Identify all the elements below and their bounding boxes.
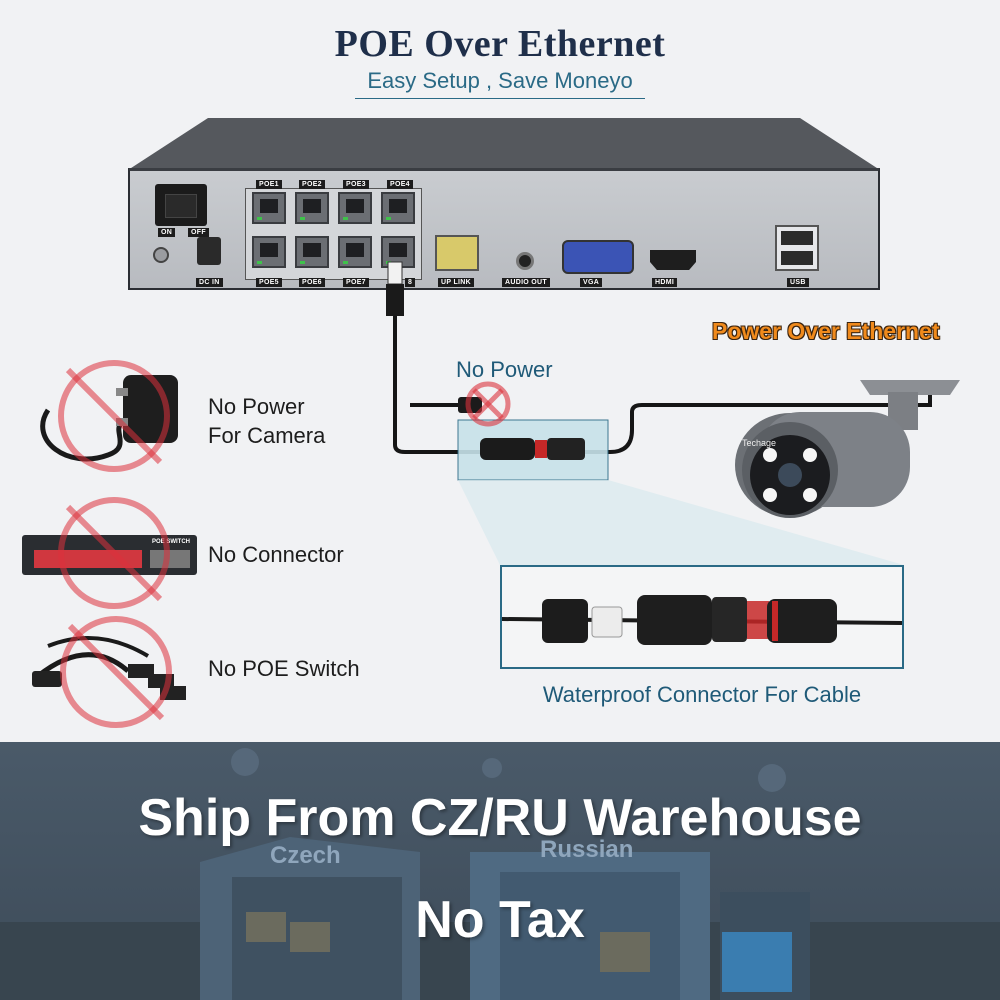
uplink-port-icon — [435, 235, 479, 271]
poe-port-label: POE5 — [256, 278, 282, 287]
vga-port-icon — [562, 240, 634, 274]
forbidden-icon — [58, 497, 170, 609]
dc-in-label: DC IN — [196, 278, 223, 287]
poe-switch-item: POE SWITCH — [22, 497, 197, 609]
subtitle-underline — [355, 98, 645, 99]
item-label: No Power For Camera — [208, 394, 326, 448]
rj45-port-icon — [338, 192, 372, 224]
poe-port-label: POE7 — [343, 278, 369, 287]
forbidden-icon — [60, 616, 172, 728]
power-switch — [155, 184, 207, 226]
warehouse-sign-left: Czech — [270, 842, 341, 869]
splitter-item — [28, 616, 198, 728]
usb-label: USB — [787, 278, 809, 287]
banner-headline: Ship From CZ/RU Warehouse — [138, 789, 862, 847]
vga-label: VGA — [580, 278, 603, 287]
connector-zoom-panel — [500, 565, 904, 669]
connector-caption: Waterproof Connector For Cable — [542, 682, 862, 707]
uplink-label: UP LINK — [438, 278, 474, 287]
forbidden-icon — [58, 360, 170, 472]
page-subtitle: Easy Setup , Save Moneyo — [367, 68, 633, 93]
poe-port-label: POE6 — [299, 278, 325, 287]
switch-on-label: ON — [158, 228, 176, 237]
dc-jack-icon — [197, 237, 221, 265]
rj45-port-icon — [252, 192, 286, 224]
switch-off-label: OFF — [188, 228, 209, 237]
power-adapter-item — [28, 360, 193, 472]
poe-port-label: POE3 — [343, 180, 369, 189]
warehouse-sign-right: Russian — [540, 836, 634, 863]
hdmi-port-icon — [650, 250, 696, 270]
no-power-cable-label: No Power — [456, 357, 553, 382]
hdmi-label: HDMI — [652, 278, 678, 287]
rj45-port-icon — [338, 236, 372, 268]
item-label: No POE Switch — [208, 656, 360, 681]
rj45-port-icon — [252, 236, 286, 268]
ground-screw-icon — [153, 247, 169, 263]
item-label: No Connector — [208, 542, 344, 567]
rj45-port-icon — [381, 192, 415, 224]
poe-switch-device-label: POE SWITCH — [152, 539, 191, 545]
poe-port-label: 8 — [405, 278, 416, 287]
rj45-port-icon — [295, 236, 329, 268]
rj45-port-icon — [295, 192, 329, 224]
poe-port-label: POE1 — [256, 180, 282, 189]
audio-out-label: AUDIO OUT — [502, 278, 550, 287]
page-title: POE Over Ethernet — [334, 23, 666, 65]
banner-subline: No Tax — [415, 891, 585, 949]
poe-title-label: Power Over Ethernet — [712, 318, 940, 344]
audio-jack-icon — [516, 252, 534, 270]
waterproof-connector-icon — [501, 595, 903, 645]
camera-brand-label: Techage — [742, 438, 777, 448]
warehouse-illustration — [0, 748, 1000, 1000]
usb-port-icon — [775, 225, 819, 271]
poe-port-label: POE4 — [387, 180, 413, 189]
cable-diagram — [386, 261, 960, 565]
shipping-banner: Czech Russian — [0, 742, 1000, 1000]
poe-port-label: POE2 — [299, 180, 325, 189]
